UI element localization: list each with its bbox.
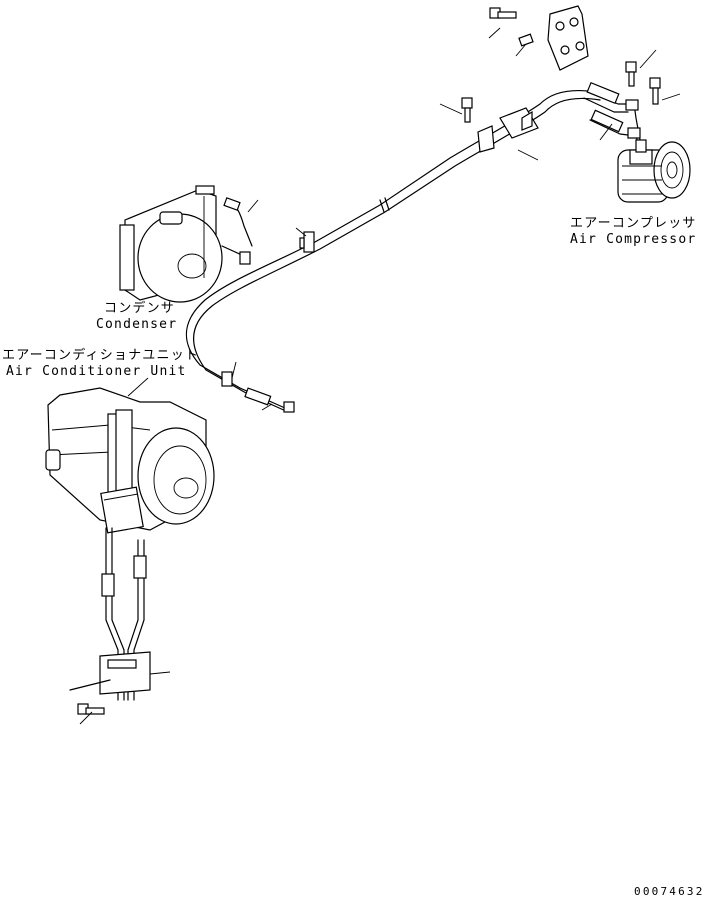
compressor-hoses: [583, 81, 641, 151]
ac-unit-label-en: Air Conditioner Unit: [6, 364, 187, 379]
receiver-clamp: [477, 107, 539, 153]
drain-hoses: [69, 527, 151, 701]
drawing-number: 00074632: [634, 885, 705, 898]
bolt-bottom: [77, 703, 105, 715]
compressor-label-en: Air Compressor: [570, 232, 697, 247]
line-clamp: [299, 231, 315, 253]
condenser-fitting: [221, 197, 253, 265]
condenser-label-jp: コンデンサ: [104, 301, 176, 316]
main-refrigerant-line: [185, 89, 601, 413]
bolt-compressor-1: [625, 61, 637, 87]
compressor-label-jp: エアーコンプレッサ: [570, 216, 697, 231]
ac-unit-label-jp: エアーコンディショナユニット: [2, 348, 200, 363]
bolt-clamp: [461, 97, 473, 123]
bolt-top: [489, 7, 517, 19]
line-end-fitting: [221, 371, 295, 413]
air-conditioner-unit: [45, 387, 215, 534]
condenser: [119, 185, 223, 303]
bolt-compressor-2: [649, 77, 661, 105]
air-compressor: [617, 139, 691, 203]
mounting-bracket: [518, 5, 589, 71]
leader-lines: [79, 27, 681, 725]
condenser-label-en: Condenser: [96, 317, 178, 332]
